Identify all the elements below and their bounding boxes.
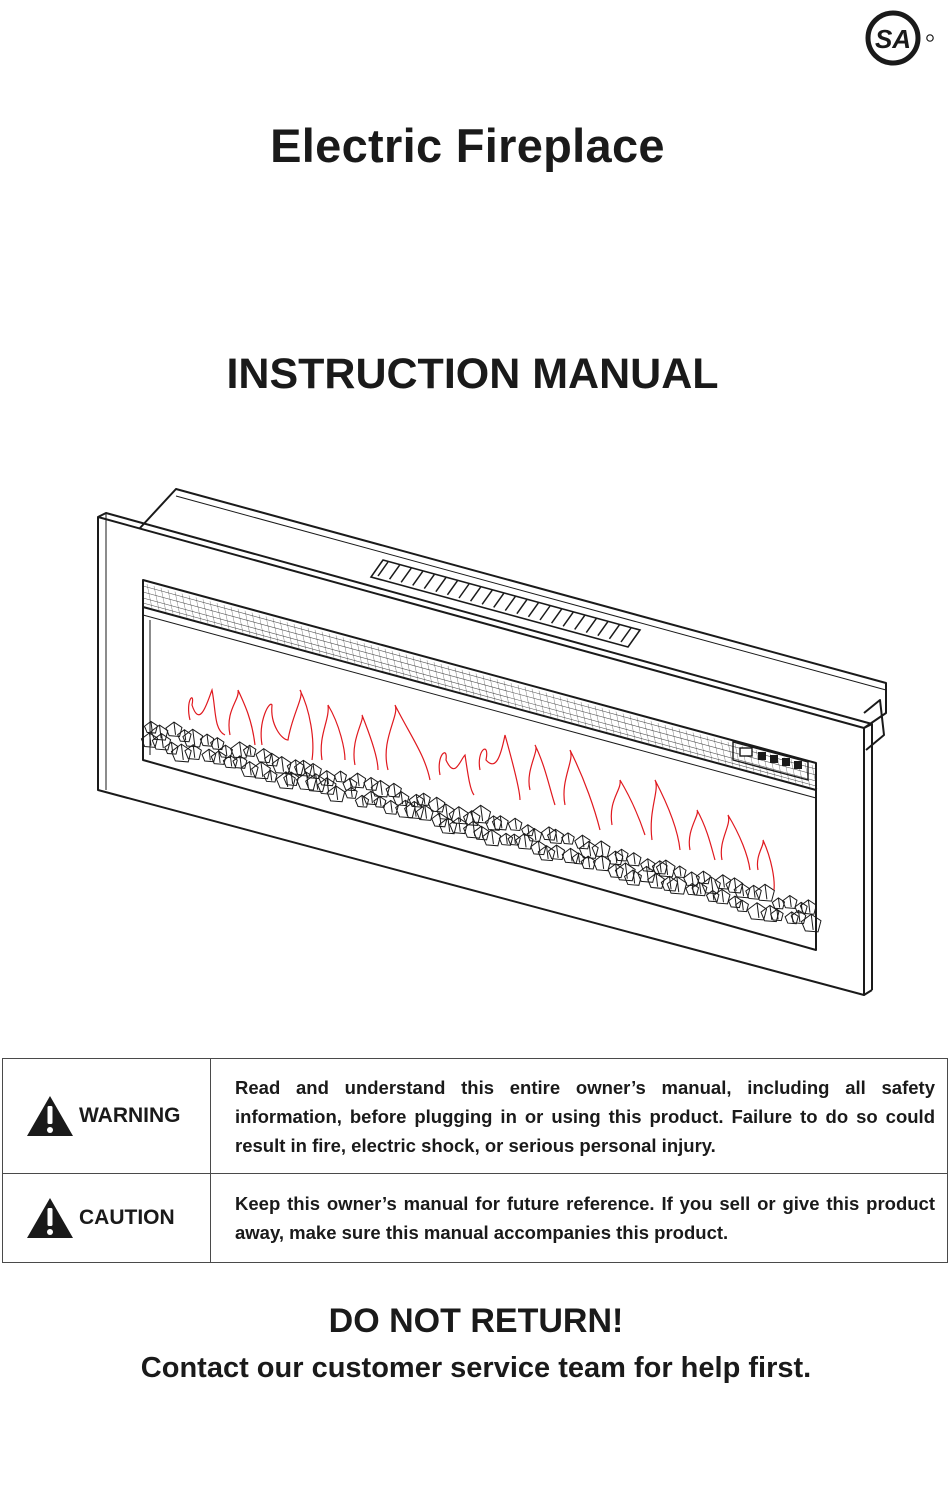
caution-text: Keep this owner’s manual for future refe… — [210, 1173, 948, 1263]
do-not-return-heading: DO NOT RETURN! — [328, 1302, 624, 1340]
caution-row: CAUTION Keep this owner’s manual for fut… — [2, 1173, 948, 1263]
flames — [188, 687, 775, 891]
csa-logo: SA — [865, 10, 934, 66]
caution-label: CAUTION — [79, 1206, 175, 1229]
csa-logo-text: SA — [875, 24, 911, 54]
caution-label-cell: CAUTION — [2, 1173, 211, 1263]
warning-text: Read and understand this entire owner’s … — [210, 1058, 948, 1174]
warning-row: WARNING Read and understand this entire … — [2, 1058, 948, 1174]
safety-notice-table: WARNING Read and understand this entire … — [2, 1058, 948, 1263]
manual-subtitle: INSTRUCTION MANUAL — [226, 350, 719, 398]
contact-message: Contact our customer service team for he… — [140, 1352, 812, 1384]
warning-label: WARNING — [79, 1104, 181, 1127]
fireplace-illustration — [97, 488, 887, 996]
page-title: Electric Fireplace — [270, 119, 665, 172]
warning-triangle-icon — [27, 1198, 73, 1238]
warning-triangle-icon — [27, 1096, 73, 1136]
warning-label-cell: WARNING — [2, 1058, 211, 1174]
